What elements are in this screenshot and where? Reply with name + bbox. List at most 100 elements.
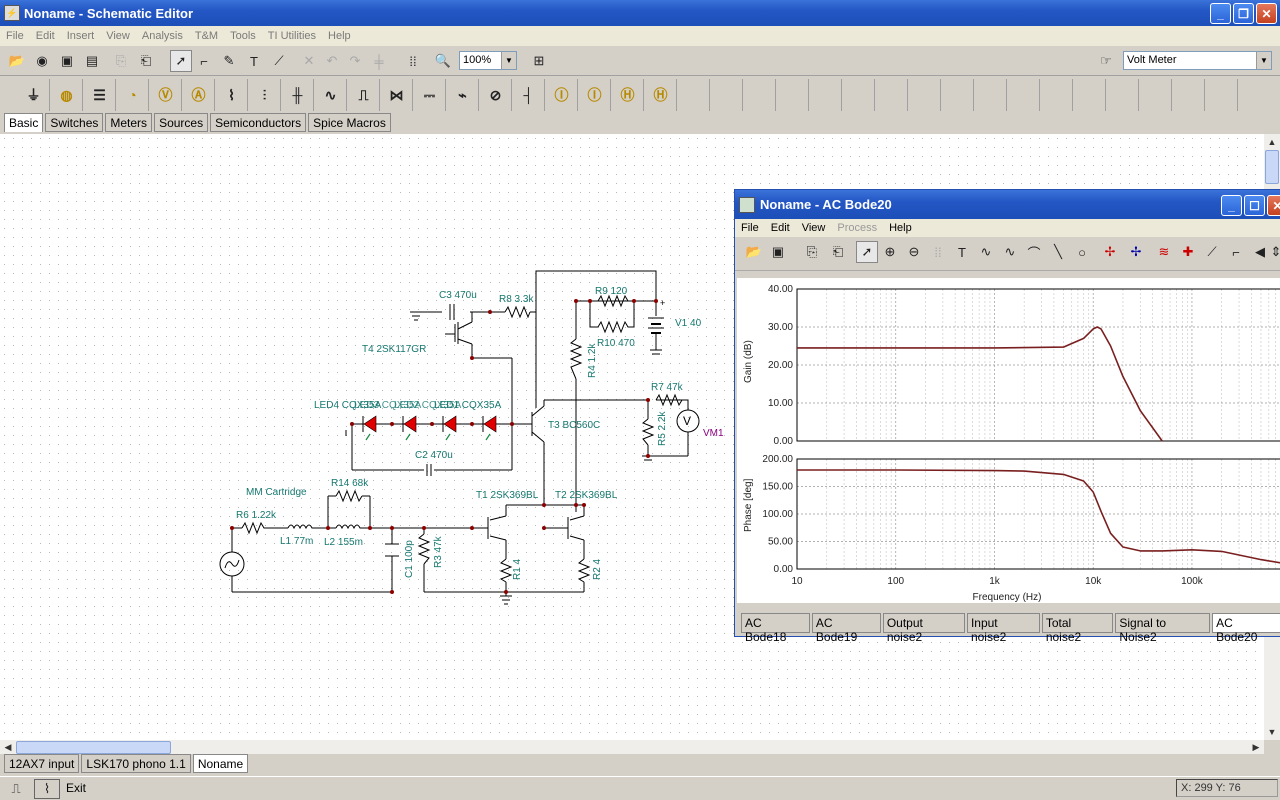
- redo-icon[interactable]: ↷: [349, 53, 361, 68]
- instrument-select[interactable]: Volt Meter▼: [1123, 51, 1272, 70]
- crystal-icon[interactable]: ⎓: [414, 79, 446, 111]
- wire-icon[interactable]: ⌐: [200, 53, 208, 69]
- horizontal-scrollbar[interactable]: ◀ ▶: [0, 740, 1264, 755]
- instrument-icon[interactable]: ☞: [1100, 53, 1112, 68]
- bode-menu-item[interactable]: Help: [889, 222, 912, 234]
- copy-icon[interactable]: ⎘: [115, 53, 127, 68]
- zoom-out-icon[interactable]: ⊖: [908, 244, 920, 259]
- component-tab[interactable]: Basic: [4, 113, 44, 132]
- component-tab[interactable]: Spice Macros: [308, 113, 391, 132]
- open-icon[interactable]: 📂: [745, 244, 763, 259]
- web-icon[interactable]: ◉: [36, 53, 48, 68]
- menu-item[interactable]: Insert: [66, 30, 95, 42]
- menu-item[interactable]: Analysis: [141, 30, 183, 42]
- ammeter-icon[interactable]: ◔: [117, 79, 149, 111]
- text-icon[interactable]: T: [958, 244, 966, 260]
- scroll-right-icon[interactable]: ▶: [1252, 742, 1260, 752]
- varistor-icon[interactable]: ⊘: [480, 79, 512, 111]
- delete-icon[interactable]: ✕: [303, 53, 315, 68]
- component-tab[interactable]: Meters: [105, 113, 153, 132]
- minimize-button[interactable]: _: [1210, 3, 1231, 24]
- menu-item[interactable]: File: [6, 30, 24, 42]
- bode-menu-item[interactable]: File: [741, 222, 759, 234]
- horizontal-scroll-thumb[interactable]: [16, 741, 171, 754]
- zoom-in-icon[interactable]: ⊕: [884, 244, 896, 259]
- scroll-up-down-icon[interactable]: ⇕: [1270, 244, 1280, 259]
- component-tab[interactable]: Semiconductors: [210, 113, 307, 132]
- scroll-up-icon[interactable]: ▲: [1267, 137, 1277, 147]
- scroll-down-icon[interactable]: ▼: [1267, 727, 1277, 737]
- bode-tab[interactable]: Total noise2: [1041, 613, 1114, 644]
- zoom-select[interactable]: 100%▼: [459, 51, 517, 70]
- component-tab[interactable]: Switches: [45, 113, 104, 132]
- vertical-scroll-thumb[interactable]: [1265, 150, 1279, 184]
- maximize-button[interactable]: ❐: [1233, 3, 1254, 24]
- grid-icon[interactable]: ⁞⁞: [934, 244, 942, 260]
- bode-menu-item[interactable]: Edit: [770, 222, 790, 234]
- bode-maximize-button[interactable]: ☐: [1244, 195, 1265, 216]
- open-icon[interactable]: ▤: [85, 53, 99, 68]
- resistor-icon[interactable]: ⌇: [216, 79, 248, 111]
- grid-icon[interactable]: ⁞⁞: [409, 53, 417, 69]
- voltmeter-icon[interactable]: Ⓥ: [150, 79, 182, 111]
- paste-icon[interactable]: ⎗: [140, 53, 152, 68]
- bode-tab[interactable]: Output noise2: [882, 613, 965, 644]
- document-tab[interactable]: Noname: [192, 754, 249, 773]
- curve2-icon[interactable]: ∿: [1004, 244, 1016, 259]
- plate-icon[interactable]: ┤: [513, 79, 545, 111]
- menu-item[interactable]: Tools: [230, 30, 256, 42]
- menu-item[interactable]: View: [106, 30, 130, 42]
- graph-icon[interactable]: ⟋: [274, 53, 284, 68]
- bode-tab[interactable]: AC Bode20: [1212, 613, 1280, 644]
- bode-tab[interactable]: Input noise2: [966, 613, 1040, 644]
- traces-icon[interactable]: ≋: [1158, 244, 1170, 259]
- document-tab[interactable]: LSK170 phono 1.1: [81, 754, 191, 773]
- switch-icon[interactable]: ⌁: [447, 79, 479, 111]
- menu-item[interactable]: T&M: [194, 30, 219, 42]
- ic-icon[interactable]: Ⓘ: [546, 79, 578, 111]
- diagram-icon[interactable]: ⌇: [34, 779, 60, 799]
- line-icon[interactable]: ╲: [1054, 244, 1062, 259]
- battery-stack-icon[interactable]: ☰: [84, 79, 116, 111]
- bode-tab[interactable]: Signal to Noise2: [1115, 613, 1211, 644]
- ic-icon[interactable]: Ⓘ: [579, 79, 611, 111]
- cursor-a-icon[interactable]: ✢: [1104, 244, 1116, 259]
- coupled-inductor-icon[interactable]: ⋈: [381, 79, 413, 111]
- bode-menu-item[interactable]: View: [801, 222, 826, 234]
- curve3-icon[interactable]: ⌒: [1027, 245, 1041, 261]
- exit-button[interactable]: Exit: [66, 781, 87, 795]
- component-tab[interactable]: Sources: [154, 113, 209, 132]
- zoom-icon[interactable]: 🔍: [434, 53, 452, 68]
- ground-icon[interactable]: ⏚: [18, 79, 50, 111]
- inductor-icon[interactable]: ∿: [315, 79, 347, 111]
- undo-icon[interactable]: ↶: [326, 53, 338, 68]
- bode-tab[interactable]: AC Bode19: [811, 613, 881, 644]
- transformer-icon[interactable]: ⎍: [348, 79, 380, 111]
- save-icon[interactable]: ▣: [60, 53, 74, 68]
- text-icon[interactable]: T: [250, 53, 258, 69]
- scroll-left-icon[interactable]: ◀: [4, 742, 12, 752]
- battery-icon[interactable]: ◍: [51, 79, 83, 111]
- close-button[interactable]: ✕: [1256, 3, 1277, 24]
- marker-icon[interactable]: ✚: [1182, 244, 1194, 259]
- probe-icon[interactable]: ⟋: [1207, 244, 1217, 259]
- ampere-icon[interactable]: Ⓐ: [183, 79, 215, 111]
- ramp-icon[interactable]: ⌐: [1232, 244, 1240, 260]
- bode-tab[interactable]: AC Bode18: [741, 613, 810, 644]
- select-arrow-icon[interactable]: ➚: [170, 50, 192, 72]
- bode-close-button[interactable]: ✕: [1267, 195, 1280, 216]
- bode-menu-item[interactable]: Process: [837, 222, 878, 234]
- analysis-icon[interactable]: ⊞: [533, 53, 545, 68]
- document-tab[interactable]: 12AX7 input: [4, 754, 80, 773]
- potentiometer-icon[interactable]: ⫶: [249, 79, 281, 111]
- circle-icon[interactable]: ○: [1078, 244, 1086, 260]
- pen-icon[interactable]: ✎: [223, 53, 235, 68]
- menu-item[interactable]: TI Utilities: [267, 30, 317, 42]
- scroll-left-icon[interactable]: ◀: [1255, 244, 1265, 259]
- capacitor-icon[interactable]: ╫: [282, 79, 314, 111]
- select-arrow-icon[interactable]: ➚: [856, 241, 878, 263]
- copy-icon[interactable]: ⎘: [806, 244, 818, 259]
- bode-minimize-button[interactable]: _: [1221, 195, 1242, 216]
- curve-icon[interactable]: ∿: [980, 244, 992, 259]
